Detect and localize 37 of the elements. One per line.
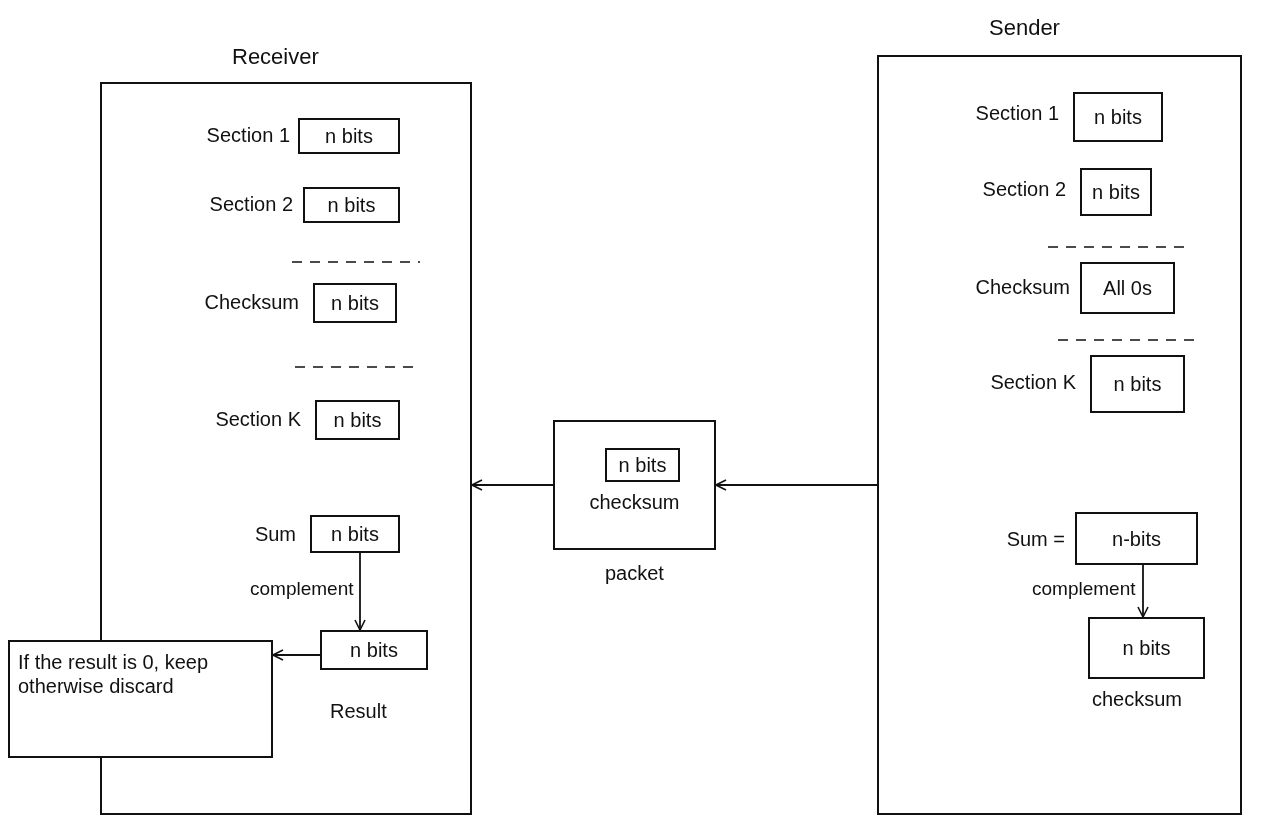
field-name: packet xyxy=(605,562,664,585)
field-name: Section K xyxy=(215,408,301,431)
field-value: All 0s xyxy=(1102,276,1153,300)
field-name: Section 1 xyxy=(975,102,1059,125)
field-name: Section 2 xyxy=(982,178,1066,201)
note-box xyxy=(8,640,273,758)
field-name: Section 1 xyxy=(206,124,290,147)
heading: Sender xyxy=(989,15,1060,42)
arrow xyxy=(1137,564,1149,618)
field-value: n bits xyxy=(1112,372,1163,396)
arrow xyxy=(272,649,321,661)
arrow xyxy=(354,552,366,631)
field-name: Sum xyxy=(254,523,296,546)
field-label: checksum xyxy=(588,490,681,514)
field-name: Sum = xyxy=(1006,528,1065,551)
field-value: n bits xyxy=(1121,636,1172,660)
field-value: n bits xyxy=(1091,180,1141,204)
field-value: n bits xyxy=(617,453,668,477)
field-name: Result xyxy=(330,700,387,723)
field-name: Section K xyxy=(990,371,1076,394)
field-value: n bits xyxy=(330,522,380,546)
heading: Receiver xyxy=(232,44,319,71)
field-name: Checksum xyxy=(975,276,1070,299)
field-value: n-bits xyxy=(1111,526,1162,551)
field-value: n bits xyxy=(326,193,377,217)
field-value: n bits xyxy=(330,291,380,315)
arrow xyxy=(471,479,554,491)
field-name: Checksum xyxy=(204,291,299,314)
field-value: n bits xyxy=(332,408,383,432)
arrow xyxy=(715,479,878,491)
field-value: n bits xyxy=(1093,105,1143,129)
field-name: checksum xyxy=(1092,688,1183,711)
field-value: n bits xyxy=(349,638,399,662)
field-value: n bits xyxy=(324,124,374,148)
field-name: Section 2 xyxy=(209,193,293,216)
bit-field-box xyxy=(605,448,680,482)
note-text: If the result is 0, keep otherwise discard xyxy=(18,650,210,698)
